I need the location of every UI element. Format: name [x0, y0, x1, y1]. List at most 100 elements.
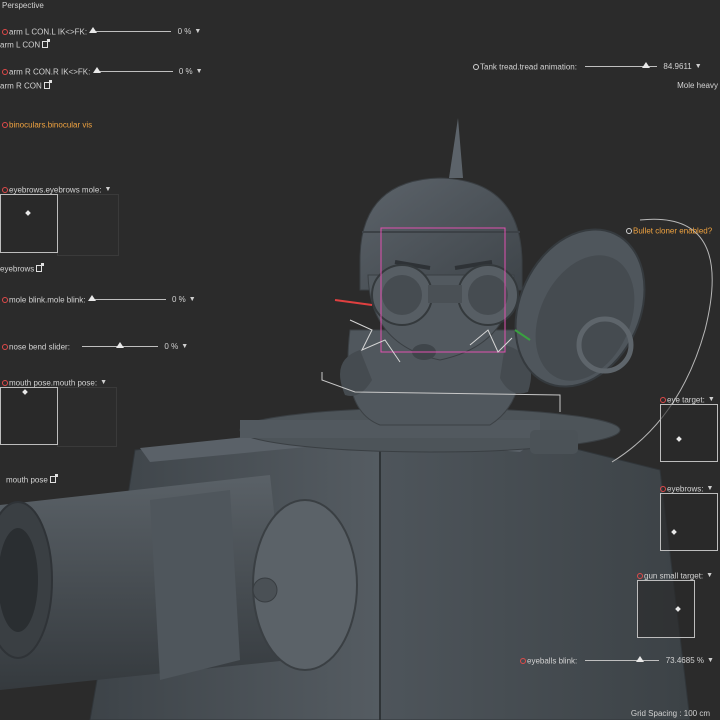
chevron-down-icon[interactable]: ▼	[706, 657, 714, 665]
mouth-pose-pad-header[interactable]: mouth pose.mouth pose:▼	[2, 378, 107, 387]
slider-knob-icon[interactable]	[642, 62, 651, 69]
keyframe-dot-icon[interactable]	[660, 485, 666, 492]
keyframe-dot-icon[interactable]	[2, 296, 8, 303]
arm-r-ikfk-slider[interactable]: arm R CON.R IK<>FK: 0 %▼	[2, 67, 203, 76]
gun-small-target-pad[interactable]	[637, 580, 695, 638]
nose-bend-slider[interactable]: nose bend slider: 0 %▼	[2, 342, 188, 351]
control-label: arm L CON	[0, 40, 41, 50]
chevron-down-icon[interactable]: ▼	[188, 296, 196, 304]
eyebrows-con-control[interactable]: eyebrows	[0, 263, 45, 274]
key-icon[interactable]	[36, 263, 45, 273]
toggle-label: binoculars.binocular vis	[9, 120, 93, 130]
chevron-down-icon[interactable]: ▼	[100, 379, 107, 387]
pad-handle-icon[interactable]	[676, 436, 682, 442]
chevron-down-icon[interactable]: ▼	[706, 572, 714, 580]
pad-label: eye target:	[667, 395, 705, 405]
slider-knob-icon[interactable]	[92, 67, 101, 74]
slider-track[interactable]	[89, 27, 172, 34]
slider-knob-icon[interactable]	[87, 295, 96, 302]
chevron-down-icon[interactable]: ▼	[195, 68, 203, 76]
mouth-pose-pad[interactable]	[0, 387, 58, 445]
eyebrows-right-pad-header[interactable]: eyebrows:▼	[660, 484, 713, 493]
eye-target-pad-header[interactable]: eye target:▼	[660, 395, 715, 404]
keyframe-dot-icon[interactable]	[2, 68, 8, 75]
slider-label: nose bend slider:	[9, 342, 70, 352]
viewport-label[interactable]: Perspective	[2, 1, 44, 10]
slider-knob-icon[interactable]	[635, 656, 644, 663]
tank-tread-slider[interactable]: Tank tread.tread animation: 84.9611▼	[473, 62, 702, 71]
key-icon[interactable]	[42, 39, 51, 49]
pad-handle-icon[interactable]	[671, 529, 677, 535]
eyebrows-pad-header[interactable]: eyebrows.eyebrows mole:▼	[2, 185, 111, 194]
keyframe-dot-icon[interactable]	[660, 396, 666, 403]
slider-value: 84.9611	[663, 62, 692, 72]
chevron-down-icon[interactable]: ▼	[104, 186, 112, 194]
pad-label: mouth pose.mouth pose:	[9, 378, 98, 388]
mole-heavy-label[interactable]: Mole heavy	[677, 81, 718, 90]
slider-value: 0 %	[171, 295, 186, 305]
gun-barrel-mesh[interactable]	[0, 475, 358, 690]
pad-backdrop	[57, 194, 119, 256]
arm-l-ikfk-slider[interactable]: arm L CON.L IK<>FK: 0 %▼	[2, 27, 201, 36]
keyframe-dot-icon[interactable]	[2, 186, 8, 193]
chevron-down-icon[interactable]: ▼	[194, 28, 202, 36]
keyframe-dot-icon[interactable]	[2, 379, 8, 386]
slider-label: eyeballs blink:	[527, 656, 578, 666]
bullet-cloner-toggle[interactable]: Bullet cloner enabled?	[626, 226, 712, 235]
binoculars-mesh[interactable]	[371, 264, 519, 326]
key-icon[interactable]	[49, 474, 58, 484]
keyframe-dot-icon[interactable]	[2, 343, 8, 350]
mouth-pose-con-control[interactable]: mouth pose	[6, 474, 58, 485]
slider-track[interactable]	[82, 342, 159, 349]
slider-knob-icon[interactable]	[116, 342, 125, 349]
control-label: mouth pose	[6, 475, 48, 485]
slider-label: Tank tread.tread animation:	[480, 62, 577, 72]
keyframe-dot-icon[interactable]	[2, 121, 8, 128]
slider-label: arm L CON.L IK<>FK:	[9, 27, 88, 37]
eye-target-pad[interactable]	[660, 404, 718, 462]
eyeballs-blink-slider[interactable]: eyeballs blink: 73.4685 %▼	[520, 656, 714, 665]
arm-l-con-control[interactable]: arm L CON	[0, 39, 51, 50]
control-label: eyebrows	[0, 264, 35, 274]
keyframe-dot-icon[interactable]	[473, 63, 479, 70]
pad-handle-icon[interactable]	[675, 606, 681, 612]
keyframe-dot-icon[interactable]	[626, 227, 632, 234]
eyebrows-mole-pad[interactable]	[0, 194, 58, 253]
slider-track[interactable]	[585, 656, 660, 663]
chevron-down-icon[interactable]: ▼	[707, 396, 715, 404]
eyebrows-right-pad[interactable]	[660, 493, 718, 551]
rig-overlay	[321, 218, 713, 463]
chevron-down-icon[interactable]: ▼	[181, 343, 189, 351]
mole-body-mesh[interactable]	[340, 329, 532, 426]
chevron-down-icon[interactable]: ▼	[706, 485, 714, 493]
keyframe-dot-icon[interactable]	[2, 28, 8, 35]
control-label: arm R CON	[0, 81, 42, 91]
pad-label: gun small target:	[644, 571, 704, 581]
toggle-label: Bullet cloner enabled?	[633, 226, 713, 236]
pad-handle-icon[interactable]	[22, 389, 28, 395]
key-icon[interactable]	[43, 80, 52, 90]
slider-value: 0 %	[164, 342, 179, 352]
pad-handle-icon[interactable]	[25, 210, 31, 216]
helmet-mesh[interactable]	[359, 118, 523, 291]
arm-r-con-control[interactable]: arm R CON	[0, 80, 52, 91]
slider-label: arm R CON.R IK<>FK:	[9, 67, 91, 77]
mole-blink-slider[interactable]: mole blink.mole blink: 0 %▼	[2, 295, 196, 304]
grid-spacing-label: Grid Spacing : 100 cm	[630, 709, 710, 718]
slider-label: mole blink.mole blink:	[9, 295, 86, 305]
gun-small-target-pad-header[interactable]: gun small target:▼	[637, 571, 713, 580]
slider-track[interactable]	[585, 62, 658, 69]
slider-knob-icon[interactable]	[89, 27, 98, 34]
slider-value: 0 %	[178, 67, 193, 77]
slider-track[interactable]	[92, 67, 173, 74]
slider-track[interactable]	[87, 295, 166, 302]
keyframe-dot-icon[interactable]	[520, 657, 526, 664]
binoculars-toggle[interactable]: binoculars.binocular vis	[2, 120, 92, 129]
chevron-down-icon[interactable]: ▼	[694, 63, 702, 71]
pad-backdrop	[57, 387, 117, 447]
slider-value: 0 %	[177, 27, 192, 37]
keyframe-dot-icon[interactable]	[637, 572, 643, 579]
pad-label: eyebrows.eyebrows mole:	[9, 185, 102, 195]
shield-dish-mesh[interactable]	[491, 208, 669, 454]
